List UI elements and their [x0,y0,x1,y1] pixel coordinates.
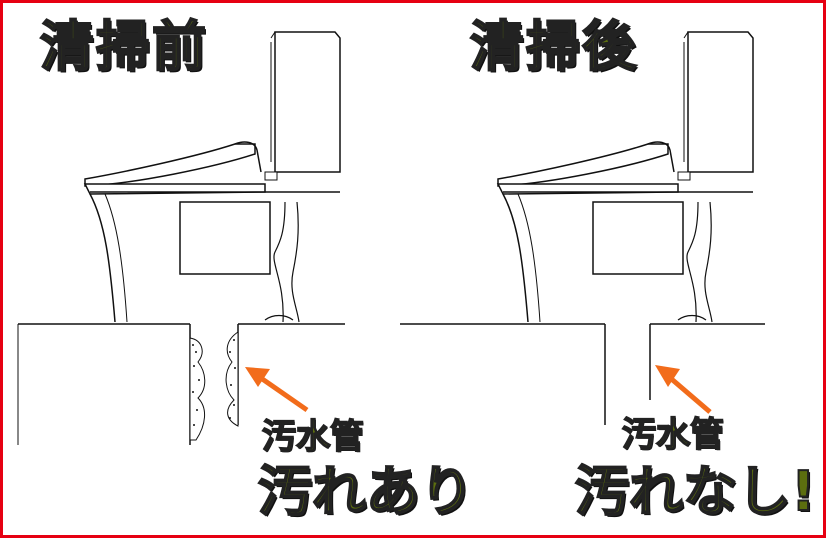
before-title: 清掃前 [39,15,208,78]
left-status: 汚れあり [257,460,475,523]
arrow-up-left-icon [655,365,712,414]
arrow-up-left-icon [245,367,309,413]
after-title: 清掃後 [469,15,638,78]
right-pipe-label: 汚水管 [621,415,725,455]
pipe-dirt [189,331,239,441]
right-status: 汚れなし! [574,460,817,523]
left-pipe-label: 汚水管 [261,417,365,457]
